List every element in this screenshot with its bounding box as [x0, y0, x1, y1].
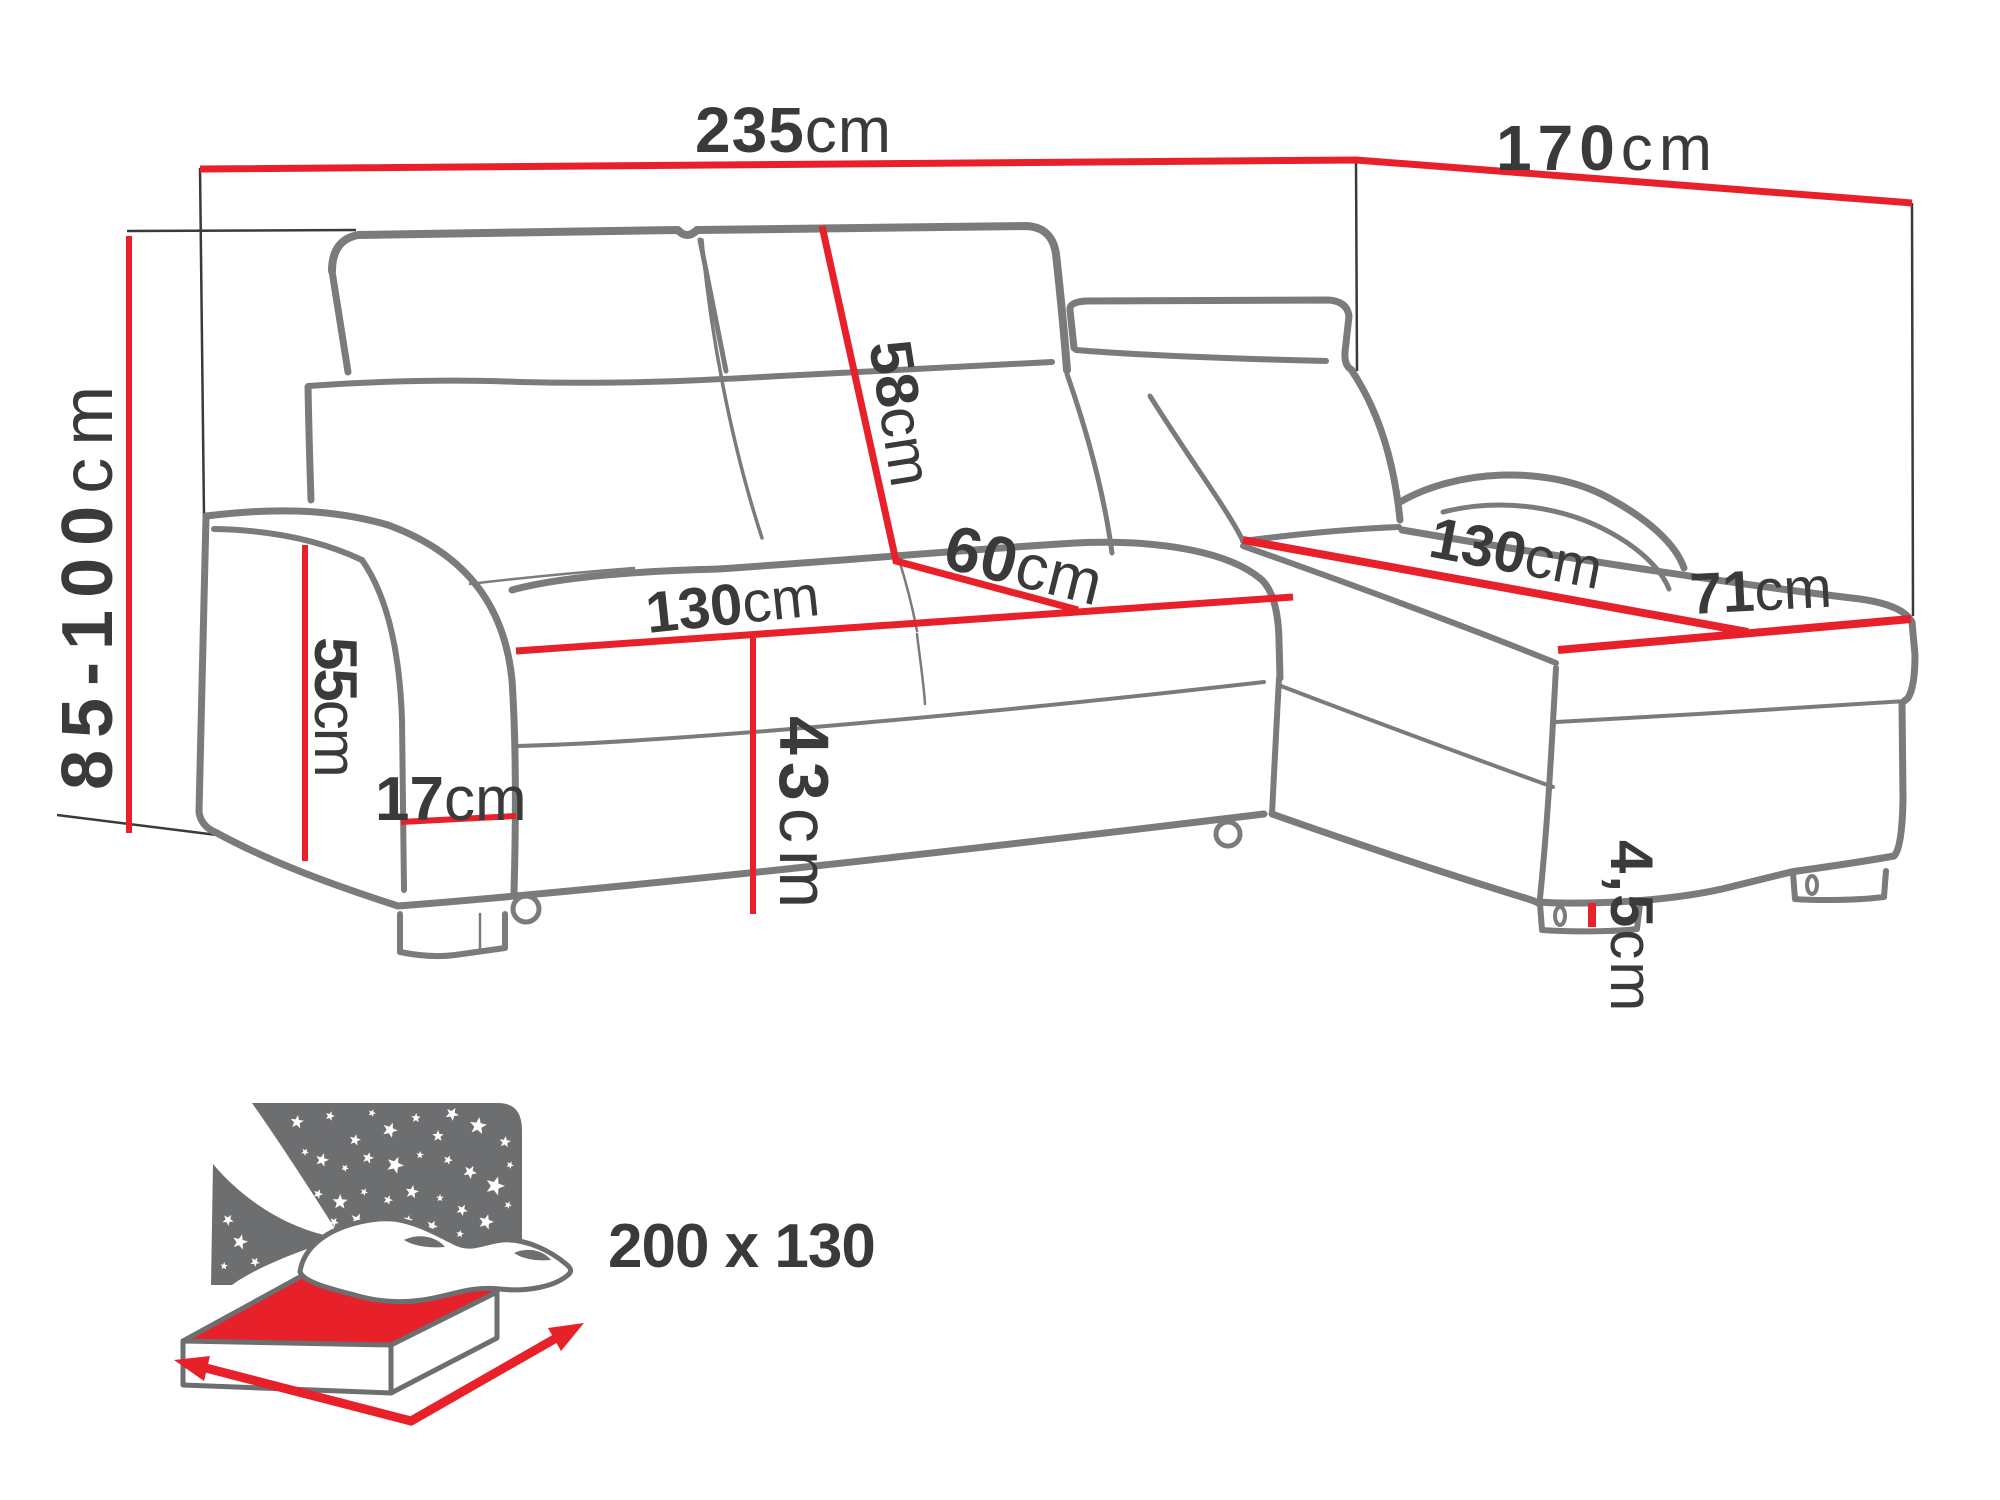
- svg-text:55cm: 55cm: [302, 637, 369, 776]
- svg-text:170cm: 170cm: [1496, 112, 1718, 184]
- svg-text:58cm: 58cm: [856, 336, 945, 491]
- svg-text:43cm: 43cm: [765, 716, 843, 915]
- svg-text:130cm: 130cm: [643, 563, 823, 646]
- svg-text:4,5cm: 4,5cm: [1598, 840, 1665, 1013]
- svg-text:17cm: 17cm: [375, 765, 527, 834]
- svg-text:200 x 130: 200 x 130: [608, 1212, 875, 1281]
- svg-text:235cm: 235cm: [695, 94, 892, 166]
- svg-text:85-100cm: 85-100cm: [48, 374, 128, 790]
- svg-text:71cm: 71cm: [1688, 555, 1833, 627]
